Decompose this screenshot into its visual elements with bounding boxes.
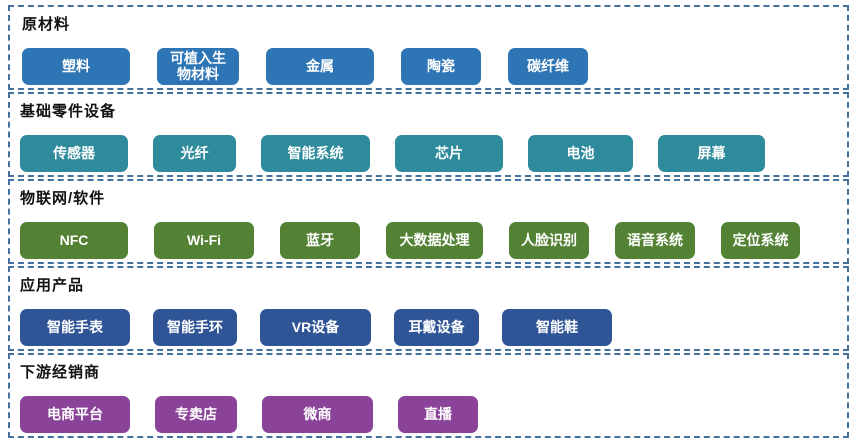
- tier-box-distributors: 下游经销商 电商平台 专卖店 微商 直播: [8, 353, 849, 438]
- chip-ecommerce-platform: 电商平台: [20, 396, 130, 433]
- chip-plastic: 塑料: [22, 48, 130, 85]
- tier-title-application-products: 应用产品: [20, 277, 85, 294]
- chip-voice-system: 语音系统: [615, 222, 695, 259]
- tier-box-raw-materials: 原材料 塑料 可植入生 物材料 金属 陶瓷 碳纤维: [8, 5, 849, 90]
- chip-wifi: Wi-Fi: [154, 222, 254, 259]
- chip-implantable-biomaterial: 可植入生 物材料: [157, 48, 239, 85]
- chip-metal: 金属: [266, 48, 374, 85]
- chip-sensor: 传感器: [20, 135, 128, 172]
- chip-smart-system: 智能系统: [261, 135, 370, 172]
- chip-row-raw-materials: 塑料 可植入生 物材料 金属 陶瓷 碳纤维: [22, 48, 837, 85]
- chip-ear-worn-device: 耳戴设备: [394, 309, 479, 346]
- tier-box-application-products: 应用产品 智能手表 智能手环 VR设备 耳戴设备 智能鞋: [8, 266, 849, 351]
- chip-smart-watch: 智能手表: [20, 309, 130, 346]
- chip-row-iot-software: NFC Wi-Fi 蓝牙 大数据处理 人脸识别 语音系统 定位系统: [20, 222, 837, 259]
- chip-battery: 电池: [528, 135, 633, 172]
- chip-ceramic: 陶瓷: [401, 48, 481, 85]
- chip-positioning-system: 定位系统: [721, 222, 800, 259]
- chip-nfc: NFC: [20, 222, 128, 259]
- chip-wechat-business: 微商: [262, 396, 373, 433]
- chip-specialty-store: 专卖店: [155, 396, 237, 433]
- chip-face-recognition: 人脸识别: [509, 222, 589, 259]
- chip-vr-device: VR设备: [260, 309, 371, 346]
- chip-chip: 芯片: [395, 135, 503, 172]
- tier-title-distributors: 下游经销商: [20, 364, 101, 381]
- tier-box-iot-software: 物联网/软件 NFC Wi-Fi 蓝牙 大数据处理 人脸识别 语音系统 定位系统: [8, 179, 849, 264]
- chip-row-basic-components: 传感器 光纤 智能系统 芯片 电池 屏幕: [20, 135, 837, 172]
- chip-row-application-products: 智能手表 智能手环 VR设备 耳戴设备 智能鞋: [20, 309, 837, 346]
- chip-smart-shoes: 智能鞋: [502, 309, 612, 346]
- tier-title-raw-materials: 原材料: [22, 16, 71, 33]
- tier-title-basic-components: 基础零件设备: [20, 103, 117, 120]
- industry-chain-diagram: 原材料 塑料 可植入生 物材料 金属 陶瓷 碳纤维 基础零件设备 传感器 光纤 …: [8, 5, 849, 440]
- tier-box-basic-components: 基础零件设备 传感器 光纤 智能系统 芯片 电池 屏幕: [8, 92, 849, 177]
- chip-big-data-processing: 大数据处理: [386, 222, 483, 259]
- chip-optical-fiber: 光纤: [153, 135, 236, 172]
- chip-row-distributors: 电商平台 专卖店 微商 直播: [20, 396, 837, 433]
- chip-screen: 屏幕: [658, 135, 765, 172]
- chip-smart-band: 智能手环: [153, 309, 237, 346]
- chip-bluetooth: 蓝牙: [280, 222, 360, 259]
- tier-title-iot-software: 物联网/软件: [20, 190, 106, 207]
- chip-live-streaming: 直播: [398, 396, 478, 433]
- chip-carbon-fiber: 碳纤维: [508, 48, 588, 85]
